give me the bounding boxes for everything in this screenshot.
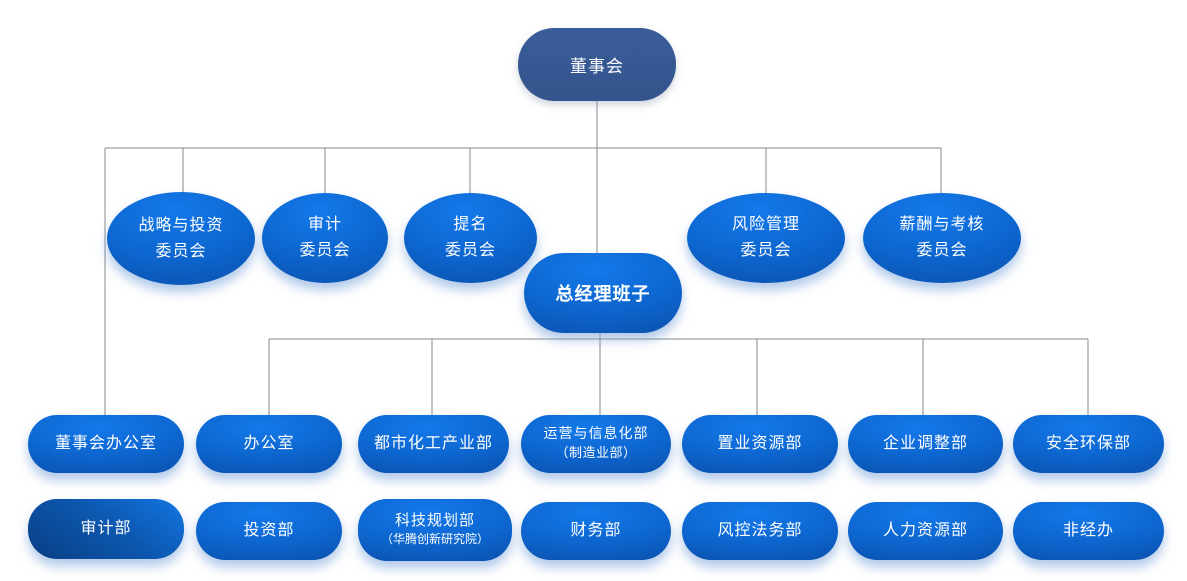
node-tech-planning-dept: 科技规划部 （华腾创新研究院） xyxy=(358,499,512,561)
node-label-line2: 委员会 xyxy=(740,242,792,259)
node-non-operating-office: 非经办 xyxy=(1013,502,1164,560)
node-human-resources-dept: 人力资源部 xyxy=(848,502,1003,560)
node-urban-chemical-industry-dept: 都市化工产业部 xyxy=(358,415,509,473)
node-label-line1: 薪酬与考核 xyxy=(899,216,985,234)
node-label: 财务部 xyxy=(570,521,622,539)
node-board-office: 董事会办公室 xyxy=(28,415,184,473)
node-office: 办公室 xyxy=(196,415,342,473)
node-sublabel: （制造业部） xyxy=(555,444,637,460)
node-risk-management-committee: 风险管理 委员会 xyxy=(687,193,845,283)
node-label: 安全环保部 xyxy=(1045,434,1131,452)
node-nomination-committee: 提名 委员会 xyxy=(404,193,537,283)
node-sublabel: （华腾创新研究院） xyxy=(380,531,489,546)
node-label: 科技规划部 xyxy=(394,513,475,530)
node-label: 置业资源部 xyxy=(717,434,803,452)
node-label: 总经理班子 xyxy=(555,284,651,304)
node-label: 风控法务部 xyxy=(717,521,803,539)
node-investment-dept: 投资部 xyxy=(196,502,342,560)
node-safety-environment-dept: 安全环保部 xyxy=(1013,415,1164,473)
node-label-line2: 委员会 xyxy=(155,242,207,260)
node-strategy-investment-committee: 战略与投资 委员会 xyxy=(107,192,255,285)
node-label: 审计部 xyxy=(80,519,132,537)
node-label-line1: 风险管理 xyxy=(731,216,800,234)
node-general-manager-team: 总经理班子 xyxy=(524,253,682,333)
node-label: 都市化工产业部 xyxy=(373,434,493,452)
node-label-line1: 战略与投资 xyxy=(138,216,224,234)
node-label: 人力资源部 xyxy=(882,521,968,539)
node-label: 运营与信息化部 xyxy=(543,427,649,443)
node-audit-dept: 审计部 xyxy=(28,499,184,559)
node-compensation-assessment-committee: 薪酬与考核 委员会 xyxy=(863,193,1021,283)
node-label: 非经办 xyxy=(1062,521,1114,539)
node-label: 投资部 xyxy=(243,521,295,539)
node-board: 董事会 xyxy=(518,28,676,101)
node-risk-control-legal-dept: 风控法务部 xyxy=(682,502,838,560)
node-audit-committee: 审计 委员会 xyxy=(262,193,388,283)
node-label-line1: 提名 xyxy=(453,216,488,234)
node-real-estate-resources-dept: 置业资源部 xyxy=(682,415,838,473)
node-label: 董事会 xyxy=(570,57,624,76)
node-label-line2: 委员会 xyxy=(916,242,968,259)
node-finance-dept: 财务部 xyxy=(521,502,671,560)
node-enterprise-adjustment-dept: 企业调整部 xyxy=(848,415,1003,473)
node-label: 企业调整部 xyxy=(882,434,968,452)
node-label-line2: 委员会 xyxy=(299,242,351,259)
node-label: 办公室 xyxy=(243,434,295,452)
node-label-line2: 委员会 xyxy=(444,242,496,259)
node-label: 董事会办公室 xyxy=(54,434,157,452)
node-operations-informatization-dept: 运营与信息化部 （制造业部） xyxy=(521,415,671,473)
node-label-line1: 审计 xyxy=(307,216,342,234)
